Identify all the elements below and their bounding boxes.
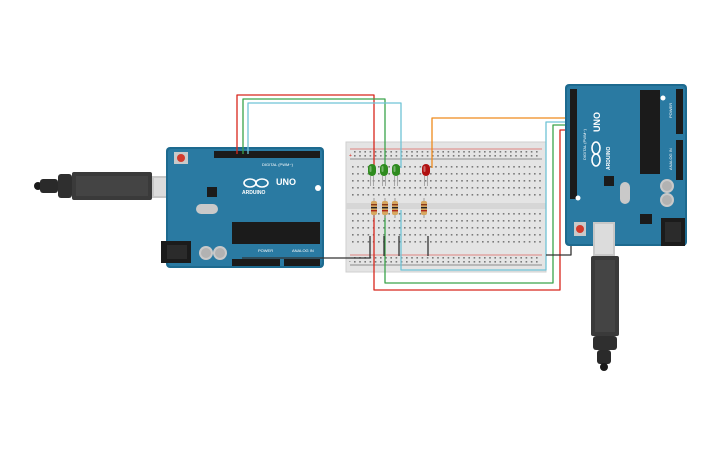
wire-orange [431,117,571,168]
led-2[interactable] [380,164,388,186]
arduino-logo-icon-right [591,141,601,167]
wire-cyan-top [247,102,402,168]
wire-cyan-bottom [400,121,571,271]
leds [368,164,430,186]
brand-label-left: ARDUINO [242,190,265,196]
analog-label-right: ANALOG IN [668,148,673,170]
wire-red-top [236,94,375,168]
resistor-2[interactable] [382,198,388,218]
digital-label-left: DIGITAL (PWM~) [262,162,294,167]
arduino-board-left: DIGITAL (PWM~) UNO ARDUINO POWER ANALOG … [161,147,324,268]
model-label-left: UNO [276,177,296,187]
resistor-4[interactable] [421,198,427,218]
arduino-board-right: DIGITAL (PWM~) UNO ARDUINO POWER ANALOG … [565,84,687,246]
resistor-3[interactable] [392,198,398,218]
resistors [371,198,427,218]
digital-header-right[interactable] [570,89,577,199]
usb-cable-left [34,172,186,200]
arduino-logo-icon-left [243,178,269,188]
wire-red-bottom [373,129,571,291]
microcontroller-right [640,90,660,174]
breadboard-holes [352,151,541,263]
analog-label-left: ANALOG IN [292,248,314,253]
led-4[interactable] [422,164,430,186]
model-label-right: UNO [592,112,602,132]
rail-minus-label: - [349,259,351,265]
power-header-left[interactable] [232,259,280,266]
power-header-right[interactable] [676,89,683,134]
wires [236,94,572,291]
brand-label-right: ARDUINO [606,147,612,170]
wire-black-left-gnd [242,236,371,259]
led-1[interactable] [368,164,376,186]
power-label-right: POWER [668,103,673,118]
wire-green-bottom [384,124,571,284]
analog-header-right[interactable] [676,140,683,180]
wire-green-top [242,98,386,168]
digital-label-right: DIGITAL (PWM~) [582,128,587,160]
power-label-left: POWER [258,248,273,253]
microcontroller-left [232,222,320,244]
analog-header-left[interactable] [284,259,320,266]
usb-cable-right [591,222,619,371]
rail-plus-label: + [349,153,352,159]
resistor-1[interactable] [371,198,377,218]
led-3[interactable] [392,164,400,186]
digital-header-left[interactable] [214,151,320,158]
